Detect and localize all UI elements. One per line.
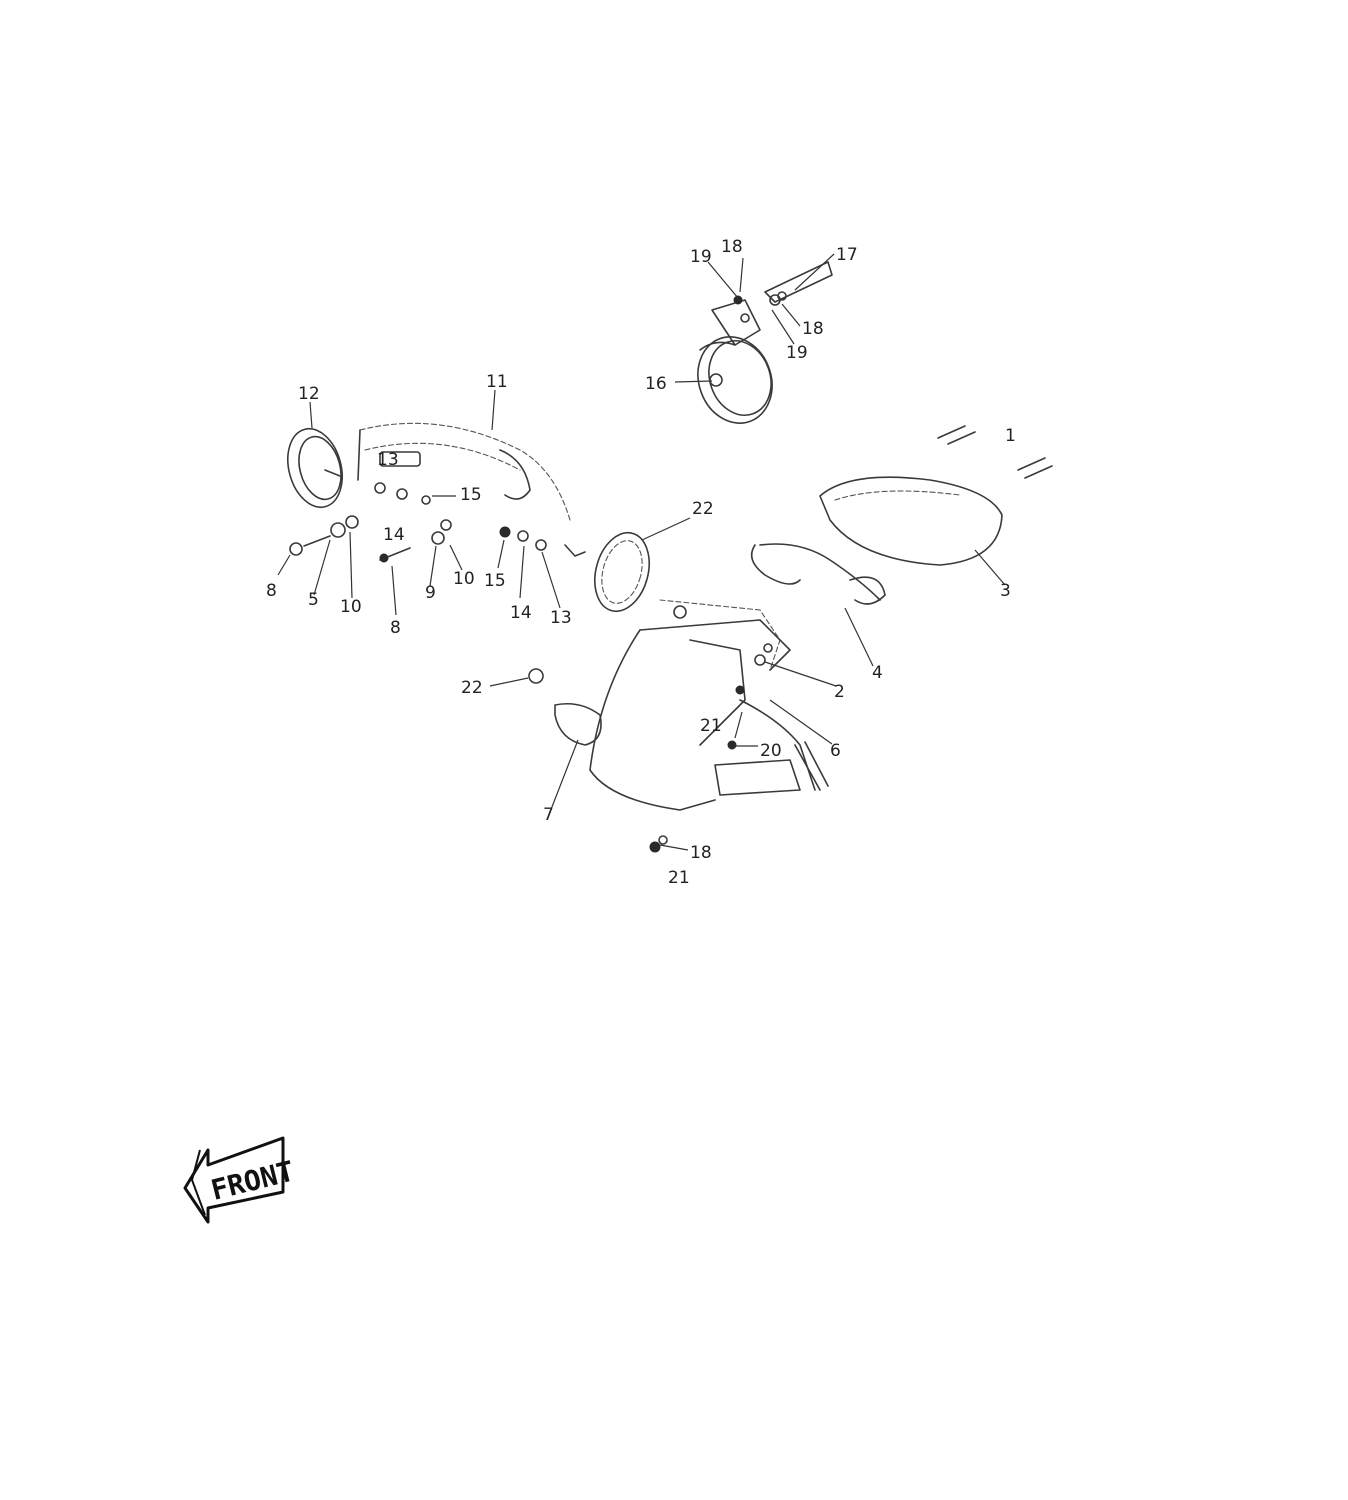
callout-22: 22 bbox=[692, 499, 714, 519]
callout-17: 17 bbox=[836, 245, 858, 265]
front-arrow: FRONT bbox=[183, 1136, 297, 1224]
callout-6: 6 bbox=[830, 741, 841, 761]
callout-13b: 13 bbox=[550, 608, 572, 628]
callout-14b: 14 bbox=[510, 603, 532, 623]
callout-2: 2 bbox=[834, 682, 845, 702]
horn-assembly bbox=[697, 261, 833, 424]
callout-18: 18 bbox=[721, 237, 743, 257]
callout-21b: 21 bbox=[668, 868, 690, 888]
headlight-assembly bbox=[287, 422, 571, 521]
callout-5: 5 bbox=[308, 590, 319, 610]
callout-8: 8 bbox=[266, 581, 277, 601]
callout-12: 12 bbox=[298, 384, 320, 404]
leader-lines bbox=[277, 253, 1006, 851]
callout-9: 9 bbox=[425, 583, 436, 603]
tail-lamp bbox=[819, 425, 1053, 566]
callout-18c: 18 bbox=[690, 843, 712, 863]
callout-22b: 22 bbox=[461, 678, 483, 698]
round-lamp bbox=[594, 531, 650, 613]
callout-10b: 10 bbox=[453, 569, 475, 589]
callout-11: 11 bbox=[486, 372, 508, 392]
callout-labels: 12 11 13 15 14 8 5 10 8 9 10 15 14 13 22… bbox=[266, 237, 1016, 888]
callout-19: 19 bbox=[690, 247, 712, 267]
hardware-bottom bbox=[649, 835, 668, 853]
hardware-left bbox=[289, 515, 586, 563]
callout-13: 13 bbox=[377, 450, 399, 470]
callout-14: 14 bbox=[383, 525, 405, 545]
callout-19b: 19 bbox=[786, 343, 808, 363]
callout-10: 10 bbox=[340, 597, 362, 617]
callout-7: 7 bbox=[543, 805, 554, 825]
callout-20: 20 bbox=[760, 741, 782, 761]
callout-16: 16 bbox=[645, 374, 667, 394]
callout-18b: 18 bbox=[802, 319, 824, 339]
callout-15: 15 bbox=[460, 485, 482, 505]
callout-15b: 15 bbox=[484, 571, 506, 591]
callout-3: 3 bbox=[1000, 581, 1011, 601]
callout-8b: 8 bbox=[390, 618, 401, 638]
front-arrow-icon bbox=[183, 1136, 285, 1224]
battery-case bbox=[528, 543, 886, 811]
callout-1: 1 bbox=[1005, 426, 1016, 446]
callout-21: 21 bbox=[700, 716, 722, 736]
callout-4: 4 bbox=[872, 663, 883, 683]
